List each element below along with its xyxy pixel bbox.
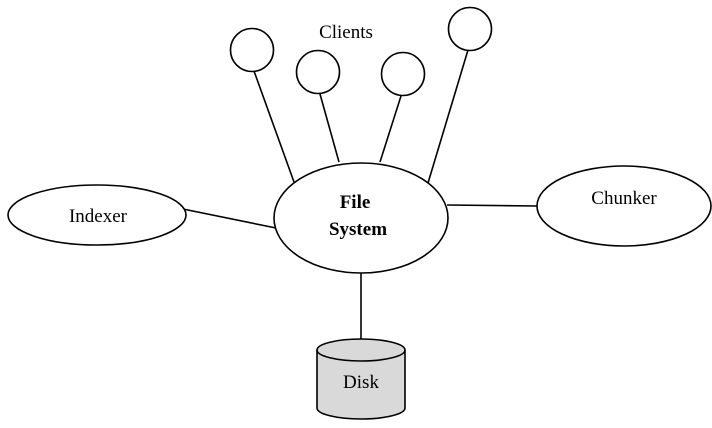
file-system-label-line1: File — [340, 192, 371, 213]
disk-label: Disk — [343, 372, 379, 393]
file-system-node — [273, 162, 449, 274]
clients-label: Clients — [319, 22, 373, 43]
edge-client-3-filesystem — [379, 95, 402, 163]
client-node-2 — [295, 49, 341, 95]
disk-top — [316, 338, 406, 362]
chunker-label: Chunker — [591, 188, 657, 209]
client-node-1 — [229, 27, 275, 73]
indexer-node — [7, 184, 187, 246]
edge-filesystem-chunker — [446, 204, 539, 207]
edge-client-1-filesystem — [253, 70, 295, 183]
disk-node — [316, 338, 406, 420]
disk-body — [316, 350, 406, 420]
edge-client-2-filesystem — [319, 93, 340, 163]
client-node-3 — [380, 51, 426, 97]
indexer-label: Indexer — [69, 206, 128, 227]
edge-client-4-filesystem — [427, 49, 469, 184]
file-system-label-line2: System — [329, 219, 387, 240]
chunker-node — [536, 165, 712, 247]
edge-indexer-filesystem — [177, 207, 277, 229]
client-node-4 — [447, 6, 493, 52]
